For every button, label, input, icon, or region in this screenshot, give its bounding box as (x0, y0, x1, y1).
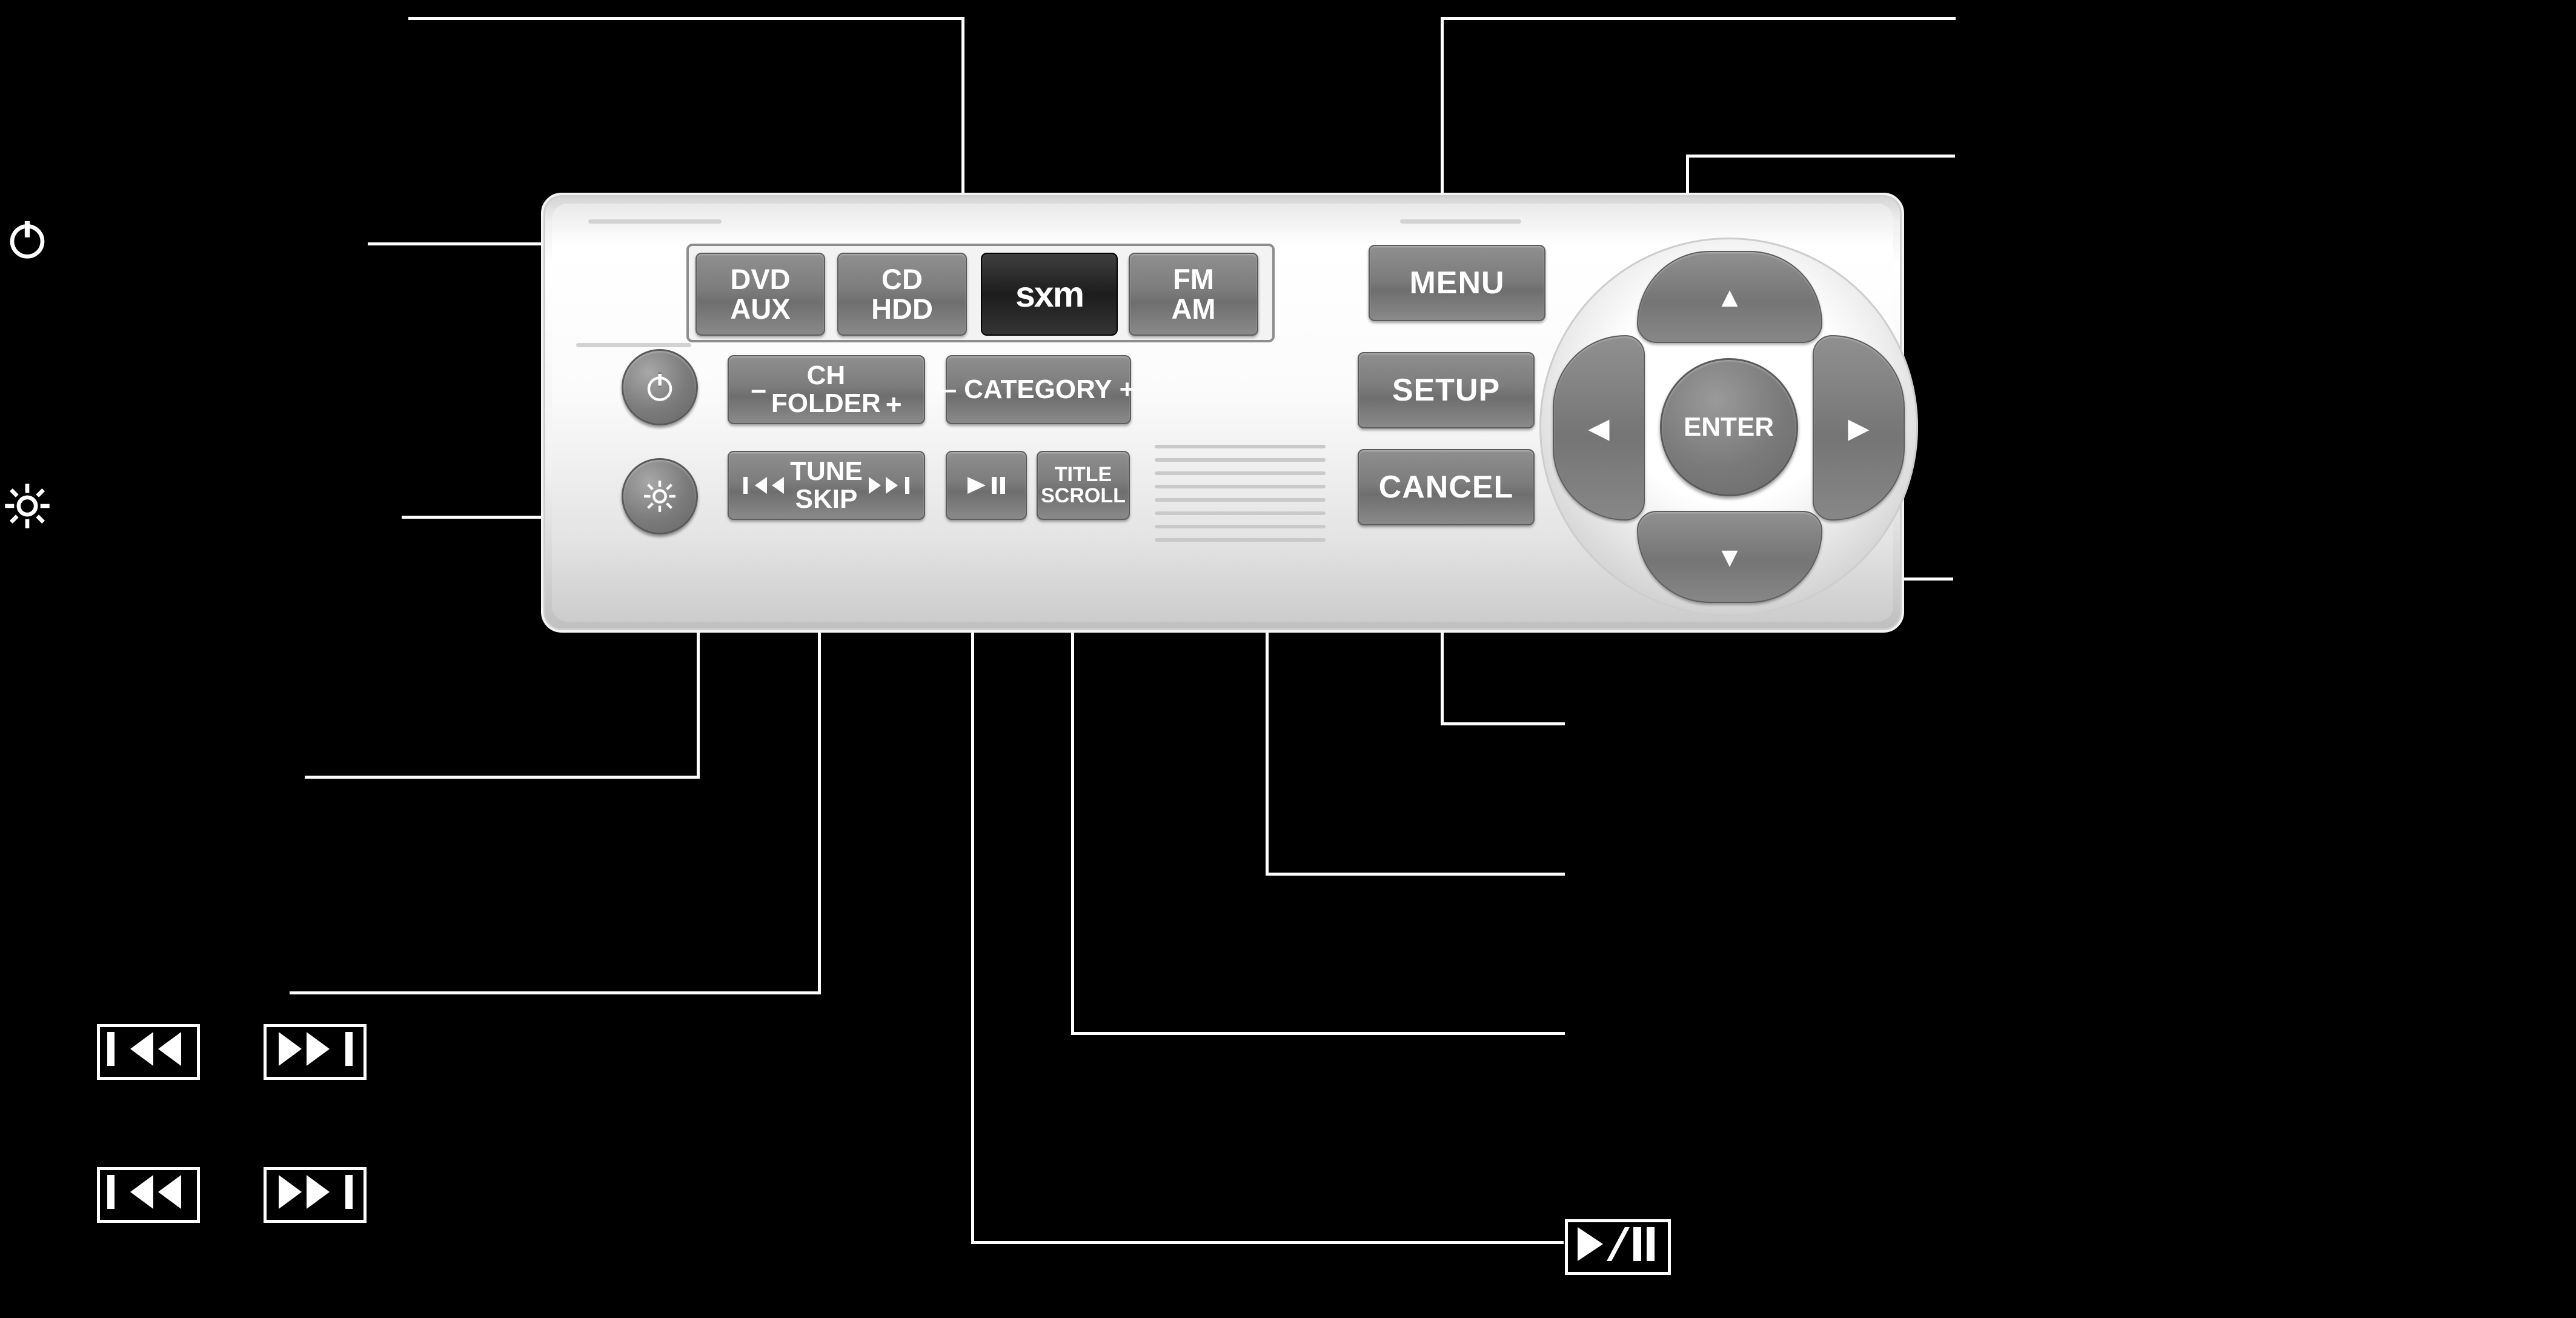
source-button-group: DVD AUX CD HDD sxm FM AM (686, 244, 1275, 342)
sxm-logo: sxm (1015, 274, 1084, 315)
callout-line-tuneskip-drop (818, 564, 821, 994)
brightness-icon (644, 481, 676, 512)
source-button-cd-hdd-line1: CD (881, 262, 923, 295)
callout-line-tuneskip-out (290, 991, 821, 994)
arrow-down-glyph: ▼ (1716, 541, 1744, 573)
arrow-left-button[interactable]: ◀ (1553, 335, 1645, 521)
callout-line-arrowpad (1686, 155, 1955, 158)
panel-grille-line (1155, 485, 1326, 488)
enter-button[interactable]: ENTER (1659, 358, 1798, 496)
arrow-left-glyph: ◀ (1588, 412, 1610, 444)
callout-line-source-drop (961, 17, 964, 241)
skip-forward-glyph (264, 1024, 367, 1080)
callout-line-play-out (971, 1241, 1564, 1244)
source-button-dvd-aux-line2: AUX (730, 292, 791, 325)
dimmer-button[interactable] (622, 458, 698, 534)
skip-back-glyph (97, 1024, 200, 1080)
source-button-sxm[interactable]: sxm (981, 253, 1118, 336)
callout-line-dimmer (402, 516, 608, 519)
callout-line-title-drop (1071, 564, 1074, 1035)
power-icon-legend (3, 215, 51, 264)
title-scroll-button[interactable]: TITLE SCROLL (1037, 451, 1130, 520)
panel-vent (576, 343, 691, 347)
arrow-down-button[interactable]: ▼ (1637, 511, 1822, 603)
ch-folder-line2: FOLDER (771, 388, 881, 418)
category-minus: – (941, 374, 957, 405)
panel-grille-line (1155, 458, 1326, 462)
skip-forward-icon (868, 477, 909, 494)
arrow-pad: ▲ ▼ ◀ ▶ ENTER (1539, 238, 1918, 616)
arrow-right-button[interactable]: ▶ (1813, 335, 1905, 521)
callout-line-cancel-drop (1441, 558, 1444, 725)
callout-line-play-drop (971, 564, 974, 1243)
setup-button[interactable]: SETUP (1358, 352, 1535, 428)
skip-back-glyph-2-svg (107, 1175, 181, 1209)
panel-vent (1400, 219, 1521, 224)
skip-back-icon (743, 477, 785, 494)
brightness-icon-svg (5, 484, 50, 528)
callout-line-category-out (1266, 873, 1565, 876)
callout-line-category-drop (1266, 421, 1269, 875)
skip-back-glyph-2 (97, 1167, 200, 1223)
head-unit-face: DVD AUX CD HDD sxm FM AM (552, 204, 1918, 622)
title-scroll-line2: SCROLL (1041, 484, 1126, 507)
menu-button[interactable]: MENU (1369, 245, 1545, 321)
skip-back-glyph-svg (107, 1032, 181, 1066)
category-plus: + (1119, 374, 1135, 405)
category-button[interactable]: – CATEGORY + (942, 355, 1135, 424)
source-button-cd-hdd[interactable]: CD HDD (837, 253, 967, 336)
callout-line-power (368, 242, 632, 245)
cancel-button[interactable]: CANCEL (1358, 449, 1535, 525)
source-button-fm-am-line2: AM (1171, 292, 1216, 325)
ch-folder-plus: + (885, 388, 902, 421)
callout-line-menu-drop (1441, 17, 1444, 271)
play-pause-button[interactable] (946, 451, 1027, 520)
cancel-button-label: CANCEL (1378, 469, 1514, 505)
panel-grille-line (1155, 498, 1326, 502)
panel-grille-line (1155, 445, 1326, 448)
arrow-up-button[interactable]: ▲ (1637, 251, 1822, 343)
arrow-up-glyph: ▲ (1716, 281, 1744, 313)
skip-forward-glyph-2 (264, 1167, 367, 1223)
power-button[interactable] (622, 349, 698, 425)
callout-line-cancel-out (1441, 722, 1565, 725)
enter-button-label: ENTER (1683, 411, 1774, 442)
source-button-cd-hdd-line2: HDD (871, 292, 933, 325)
source-button-fm-am[interactable]: FM AM (1129, 253, 1258, 336)
menu-button-label: MENU (1409, 265, 1505, 301)
arrow-right-glyph: ▶ (1848, 412, 1870, 444)
play-pause-glyph (1565, 1219, 1671, 1275)
callout-line-menu (1441, 17, 1956, 20)
power-icon (647, 372, 672, 401)
brightness-icon-legend (3, 482, 51, 530)
callout-line-chfolder-out (305, 776, 700, 779)
ch-folder-line1: CH (806, 361, 846, 391)
source-button-dvd-aux[interactable]: DVD AUX (695, 253, 825, 336)
callout-line-title-out (1071, 1032, 1565, 1035)
category-label: CATEGORY (964, 374, 1112, 405)
play-pause-icon (968, 477, 1005, 494)
tune-skip-button[interactable]: TUNE SKIP (728, 451, 925, 520)
source-button-fm-am-line1: FM (1173, 262, 1214, 295)
setup-button-label: SETUP (1392, 372, 1501, 408)
source-button-dvd-aux-line1: DVD (730, 262, 791, 295)
ch-folder-button[interactable]: – CH FOLDER + (728, 355, 925, 424)
panel-grille-line (1155, 525, 1326, 528)
panel-grille-line (1155, 538, 1326, 542)
panel-vent (588, 219, 722, 224)
play-pause-glyph-svg (1578, 1227, 1655, 1261)
panel-grille-line (1155, 471, 1326, 475)
panel-grille-line (1155, 511, 1326, 515)
skip-forward-glyph-svg (279, 1032, 353, 1066)
title-scroll-line1: TITLE (1054, 462, 1112, 486)
power-icon-svg (10, 219, 45, 259)
ch-folder-minus: – (751, 373, 766, 405)
tune-skip-line2: SKIP (795, 484, 858, 514)
skip-forward-glyph-2-svg (279, 1175, 353, 1209)
head-unit-panel: DVD AUX CD HDD sxm FM AM (541, 193, 1918, 633)
tune-skip-line1: TUNE (790, 456, 863, 487)
callout-line-source (408, 17, 964, 20)
